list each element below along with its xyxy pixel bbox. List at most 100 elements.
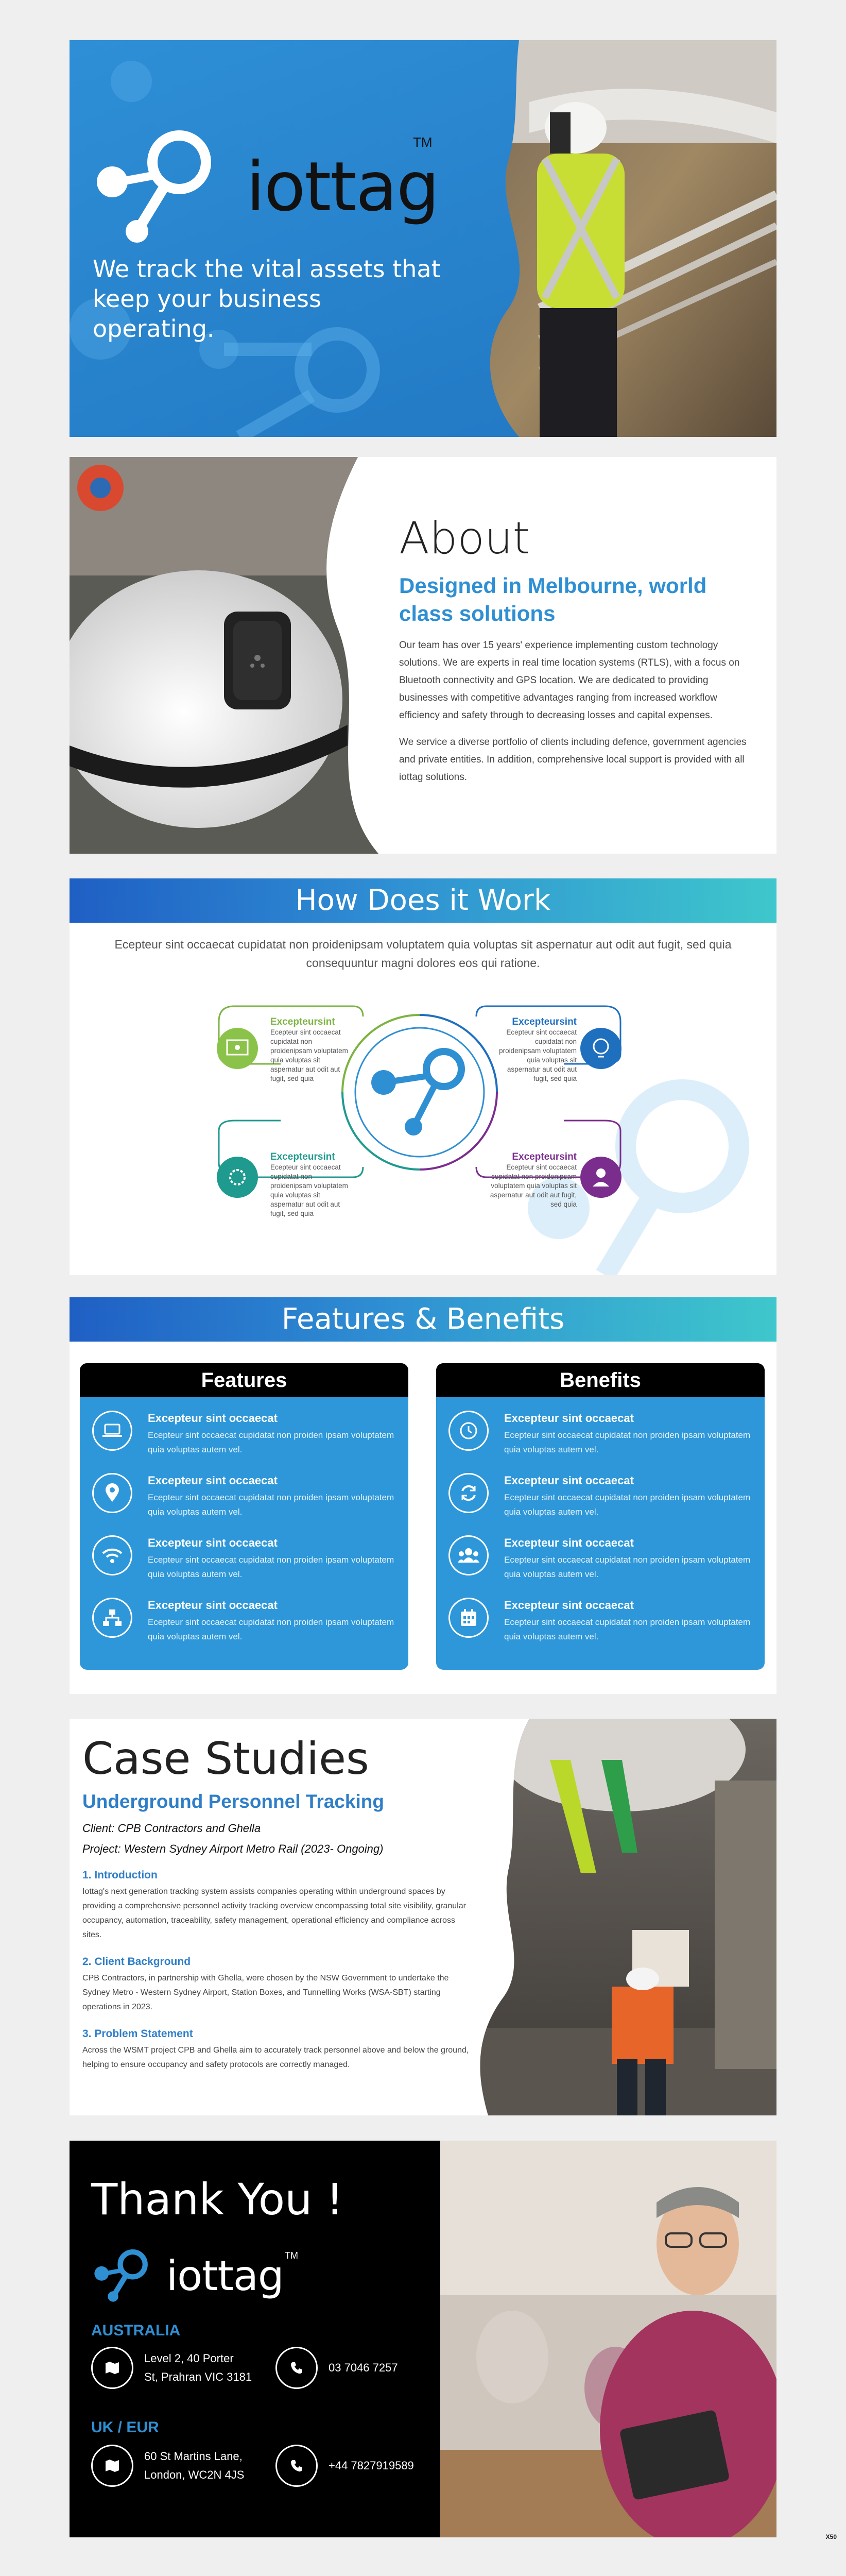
address-uk: 60 St Martins Lane, London, WC2N 4JS (144, 2447, 244, 2484)
benefit-title: Excepteur sint occaecat (504, 1536, 634, 1549)
thank-you-title: Thank You ! (91, 2174, 343, 2225)
map-icon (91, 2445, 133, 2487)
feature-title: Excepteur sint occaecat (148, 1599, 278, 1612)
benefits-heading: Benefits (436, 1363, 765, 1397)
laptop-icon (92, 1411, 132, 1451)
phone-icon (275, 2347, 318, 2389)
trademark: TM (285, 2250, 298, 2261)
about-subtitle: Designed in Melbourne, world class solut… (399, 573, 707, 625)
group-icon (448, 1535, 489, 1575)
page-number: X50 (825, 2533, 837, 2540)
refresh-icon (448, 1473, 489, 1513)
gear-person-icon (217, 1157, 258, 1198)
feature-title: Excepteur sint occaecat (148, 1474, 278, 1487)
section-heading-client-background: 2. Client Background (82, 1956, 191, 1968)
card-top-right: Excepteursint Ecepteur sint occaecat cup… (492, 1016, 577, 1083)
feature-desc: Ecepteur sint occaecat cupidatat non pro… (148, 1430, 394, 1454)
case-project: Project: Western Sydney Airport Metro Ra… (82, 1842, 384, 1855)
card-bottom-right: Excepteursint Ecepteur sint occaecat cup… (479, 1151, 577, 1209)
address-line: 60 St Martins Lane, (144, 2450, 243, 2463)
region-uk-eur: UK / EUR (91, 2419, 159, 2436)
brand-name: iottag (246, 147, 440, 227)
section-heading-problem-statement: 3. Problem Statement (82, 2028, 193, 2040)
features-benefits-slide: Features & Benefits Features Excepteur s… (70, 1297, 776, 1694)
center-logo-icon (371, 1048, 465, 1136)
section-text-problem-statement: Across the WSMT project CPB and Ghella a… (82, 2046, 469, 2069)
tunnel-worker-photo (480, 1719, 776, 2115)
network-graph-watermark (70, 61, 380, 437)
card-text: Ecepteur sint occaecat cupidatat non pro… (270, 1163, 348, 1217)
address-line: Level 2, 40 Porter (144, 2352, 234, 2365)
location-pin-icon (92, 1473, 132, 1513)
brand-name: iottag (166, 2252, 284, 2300)
wifi-icon (92, 1535, 132, 1575)
benefit-title: Excepteur sint occaecat (504, 1474, 634, 1487)
features-heading: Features (80, 1363, 408, 1397)
address-australia: Level 2, 40 Porter St, Prahran VIC 3181 (144, 2349, 252, 2386)
case-client: Client: CPB Contractors and Ghella (82, 1822, 261, 1835)
map-icon (91, 2347, 133, 2389)
card-title: Excepteursint (270, 1016, 335, 1027)
idea-icon (580, 1028, 621, 1069)
how-intro: Ecepteur sint occaecat cupidatat non pro… (114, 938, 732, 970)
iottag-logo-mark-icon (97, 130, 211, 243)
iottag-logo: iottag TM (88, 125, 440, 249)
feature-desc: Ecepteur sint occaecat cupidatat non pro… (148, 1555, 394, 1579)
benefit-title: Excepteur sint occaecat (504, 1412, 634, 1425)
section-heading-introduction: 1. Introduction (82, 1869, 158, 1881)
worker-tunnel-photo (490, 40, 776, 437)
phone-uk: +44 7827919589 (329, 2459, 414, 2472)
feature-desc: Ecepteur sint occaecat cupidatat non pro… (148, 1617, 394, 1641)
benefit-desc: Ecepteur sint occaecat cupidatat non pro… (504, 1493, 751, 1517)
section-text-introduction: Iottag's next generation tracking system… (82, 1887, 466, 1939)
feature-title: Excepteur sint occaecat (148, 1412, 278, 1425)
smiling-man-tablet-photo (440, 2141, 776, 2537)
iottag-logo: iottag TM (90, 2246, 298, 2306)
benefit-desc: Ecepteur sint occaecat cupidatat non pro… (504, 1430, 751, 1454)
card-title: Excepteursint (270, 1151, 335, 1162)
phone-icon (275, 2445, 318, 2487)
meeting-icon (217, 1028, 258, 1069)
logo-watermark-icon (596, 1079, 749, 1275)
phone-australia: 03 7046 7257 (329, 2361, 398, 2374)
about-content: About Designed in Melbourne, world class… (399, 516, 759, 786)
tagline: We track the vital assets that keep your… (93, 255, 441, 343)
region-australia: AUSTRALIA (91, 2322, 181, 2339)
card-text: Ecepteur sint occaecat cupidatat non pro… (270, 1028, 348, 1082)
case-title: Case Studies (82, 1733, 369, 1785)
card-title: Excepteursint (512, 1016, 577, 1027)
features-banner: Features & Benefits (70, 1297, 776, 1342)
case-content: Case Studies Underground Personnel Track… (82, 1733, 474, 2072)
about-slide: About Designed in Melbourne, world class… (70, 457, 776, 854)
process-diagram (217, 1005, 749, 1275)
how-it-works-slide: How Does it Work Ecepteur sint occaecat … (70, 878, 776, 1275)
feature-title: Excepteur sint occaecat (148, 1536, 278, 1549)
thank-you-slide: Thank You ! iottag TM AUSTRALIA Level 2,… (70, 2141, 776, 2537)
section-text-client-background: CPB Contractors, in partnership with Ghe… (82, 1974, 449, 2011)
about-paragraph-2: We service a diverse portfolio of client… (399, 737, 747, 783)
card-top-left: Excepteursint Ecepteur sint occaecat cup… (270, 1016, 355, 1083)
case-subtitle: Underground Personnel Tracking (82, 1791, 384, 1812)
card-text: Ecepteur sint occaecat cupidatat non pro… (490, 1163, 577, 1208)
helmet-with-tag-photo (70, 457, 378, 854)
about-title: About (399, 513, 530, 564)
benefit-title: Excepteur sint occaecat (504, 1599, 634, 1612)
benefit-desc: Ecepteur sint occaecat cupidatat non pro… (504, 1555, 751, 1579)
card-bottom-left: Excepteursint Ecepteur sint occaecat cup… (270, 1151, 355, 1218)
worker-icon (580, 1157, 621, 1198)
address-line: St, Prahran VIC 3181 (144, 2370, 252, 2383)
address-line: London, WC2N 4JS (144, 2468, 245, 2481)
card-title: Excepteursint (512, 1151, 577, 1162)
benefit-desc: Ecepteur sint occaecat cupidatat non pro… (504, 1617, 751, 1641)
about-paragraph-1: Our team has over 15 years' experience i… (399, 640, 740, 721)
trademark: TM (413, 134, 433, 150)
case-studies-slide: Case Studies Underground Personnel Track… (70, 1719, 776, 2115)
